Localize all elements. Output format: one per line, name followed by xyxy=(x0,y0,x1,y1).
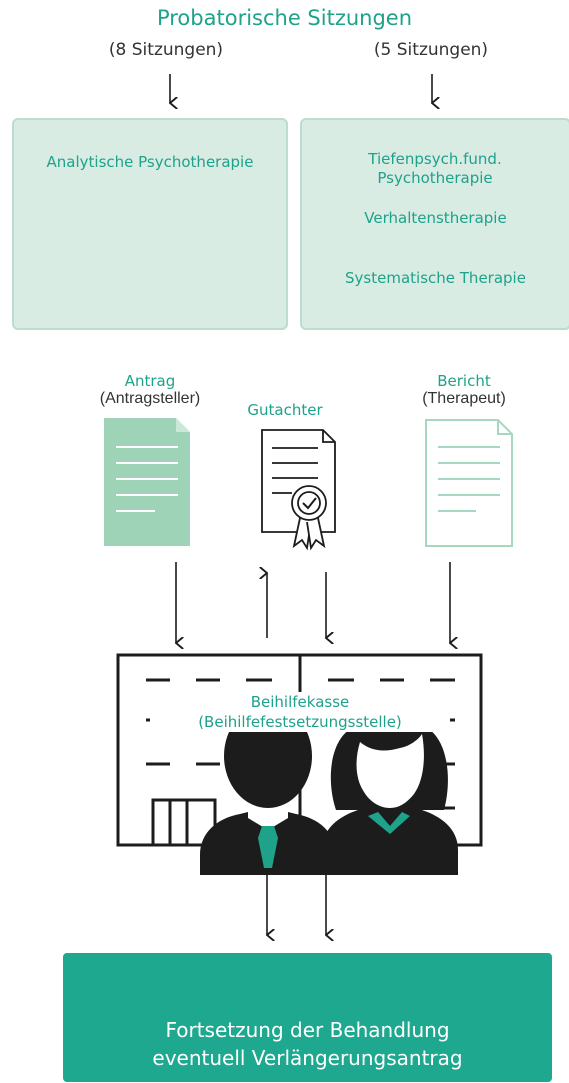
result-line-2: eventuell Verlängerungsantrag xyxy=(152,1046,463,1070)
diagram-title: Probatorische Sitzungen xyxy=(156,6,413,30)
result-line-1: Fortsetzung der Behandlung xyxy=(165,1018,450,1042)
result-text: Fortsetzung der Behandlung eventuell Ver… xyxy=(63,1016,552,1072)
therapy-systemic: Systematische Therapie xyxy=(345,269,526,287)
therapy-behavioral: Verhaltenstherapie xyxy=(364,209,507,227)
result-box xyxy=(63,953,552,1082)
left-therapy-panel xyxy=(12,118,288,330)
right-session-count: (5 Sitzungen) xyxy=(373,40,489,60)
bericht-document-icon xyxy=(425,419,513,547)
antrag-subtitle: (Antragsteller) xyxy=(99,390,201,407)
certificate-icon xyxy=(261,429,336,551)
left-session-count: (8 Sitzungen) xyxy=(108,40,224,60)
antrag-label: Antrag (Antragsteller) xyxy=(70,372,230,408)
woman-figure-icon xyxy=(322,714,458,875)
bericht-label: Bericht (Therapeut) xyxy=(389,372,539,408)
right-therapy-panel xyxy=(300,118,569,330)
bericht-subtitle: (Therapeut) xyxy=(422,390,506,407)
antrag-title: Antrag xyxy=(124,372,176,390)
bericht-title: Bericht xyxy=(437,372,491,390)
office-name: Beihilfekasse xyxy=(250,693,350,711)
office-subtitle: (Beihilfefestsetzungsstelle) xyxy=(198,713,402,731)
office-label: Beihilfekasse (Beihilfefestsetzungsstell… xyxy=(150,692,450,732)
therapy-depth-psych: Tiefenpsych.fund. Psychotherapie xyxy=(368,150,502,187)
therapy-analytic: Analytische Psychotherapie xyxy=(46,153,254,171)
gutachter-label: Gutachter xyxy=(247,401,323,419)
antrag-document-icon xyxy=(104,418,190,546)
